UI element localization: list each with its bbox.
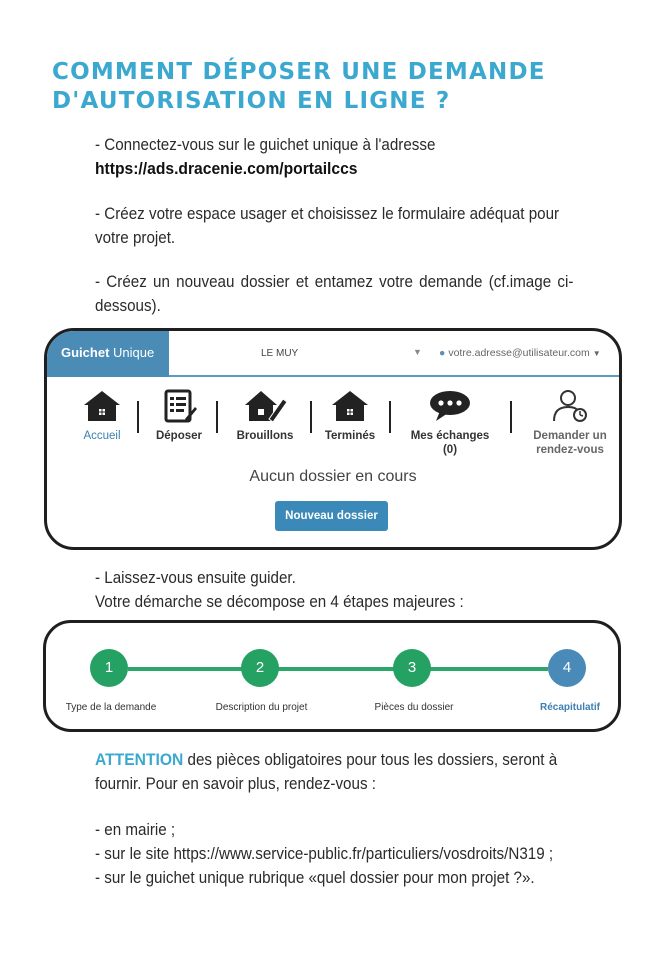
user-icon: ● (439, 347, 446, 359)
nav-item-rendez-vous[interactable]: Demander un rendez-vous (525, 389, 615, 457)
home-icon (332, 391, 368, 421)
intro-step-account: - Créez votre espace usager et choisisse… (95, 205, 560, 247)
nav-label: Terminés (324, 430, 376, 442)
info-links: - en mairie ; - sur le site https://www.… (95, 818, 610, 890)
step-3-label: Pièces du dossier (374, 702, 454, 713)
nav-label: Déposer (155, 430, 203, 442)
user-menu[interactable]: ●votre.adresse@utilisateur.com▼ (439, 347, 601, 359)
step-3-circle: 3 (393, 649, 431, 687)
steps-progress: 1 2 3 4 Type de la demande Description d… (43, 620, 621, 732)
step-1-circle: 1 (90, 649, 128, 687)
portal-screenshot: Guichet Unique LE MUY ▼ ●votre.adresse@u… (44, 328, 622, 550)
portal-brand: Guichet Unique (47, 331, 169, 377)
nav-item-echanges[interactable]: Mes échanges (0) (405, 389, 495, 457)
guide-text: - Laissez-vous ensuite guider. Votre dém… (95, 566, 573, 614)
brand-bold: Guichet (61, 345, 110, 360)
step-1-label: Type de la demande (65, 702, 157, 713)
attention-notice: ATTENTION des pièces obligatoires pour t… (95, 748, 573, 796)
intro-step-new-file: - Créez un nouveau dossier et entamez vo… (95, 273, 574, 315)
form-list-icon (164, 389, 197, 423)
nav-divider (389, 401, 391, 433)
town-select[interactable]: LE MUY (261, 348, 299, 359)
list-item: - sur le guichet unique rubrique «quel d… (95, 869, 535, 887)
nav-item-deposer[interactable]: Déposer (144, 389, 214, 443)
guide-line-2: Votre démarche se décompose en 4 étapes … (95, 593, 464, 611)
chat-bubbles-icon (430, 391, 470, 421)
portal-topbar: Guichet Unique LE MUY ▼ ●votre.adresse@u… (47, 331, 619, 377)
home-icon (84, 391, 120, 421)
nav-divider (310, 401, 312, 433)
guide-line-1: - Laissez-vous ensuite guider. (95, 569, 296, 587)
connect-text: - Connectez-vous sur le guichet unique à… (95, 136, 436, 154)
page-title: COMMENT DÉPOSER UNE DEMANDE D'AUTORISATI… (52, 59, 546, 114)
nav-label: Accueil (83, 430, 121, 442)
intro-step-connect: - Connectez-vous sur le guichet unique à… (95, 133, 573, 181)
house-edit-icon (245, 391, 287, 423)
list-item-service-public-link[interactable]: - sur le site https://www.service-public… (95, 845, 554, 863)
list-item: - en mairie ; (95, 821, 176, 839)
step-2-circle: 2 (241, 649, 279, 687)
nav-item-brouillons[interactable]: Brouillons (225, 389, 305, 443)
nav-divider (216, 401, 218, 433)
step-4-label: Récapitulatif (539, 702, 600, 713)
chevron-down-icon[interactable]: ▼ (413, 347, 422, 357)
nav-divider (510, 401, 512, 433)
empty-state-message: Aucun dossier en cours (249, 468, 417, 485)
nav-item-termines[interactable]: Terminés (315, 389, 385, 443)
chevron-down-icon: ▼ (592, 349, 601, 358)
attention-word: ATTENTION (95, 750, 184, 769)
step-2-label: Description du projet (215, 702, 308, 713)
nav-item-accueil[interactable]: Accueil (65, 389, 139, 443)
steps-connector-line (128, 667, 548, 671)
nav-label: Demander un rendez-vous (533, 430, 607, 456)
step-4-circle: 4 (548, 649, 586, 687)
user-email: votre.adresse@utilisateur.com (448, 347, 590, 359)
portal-nav: Accueil Déposer Brouillons (47, 389, 619, 469)
nav-divider (137, 401, 139, 433)
attention-text: des pièces obligatoires pour tous les do… (95, 751, 558, 793)
portal-url-link[interactable]: https://ads.dracenie.com/portailccs (95, 159, 358, 178)
users-clock-icon (553, 390, 587, 422)
brand-rest: Unique (109, 345, 155, 360)
nav-label: Mes échanges (0) (410, 430, 490, 456)
new-file-button[interactable]: Nouveau dossier (275, 501, 388, 531)
nav-label: Brouillons (236, 430, 294, 442)
